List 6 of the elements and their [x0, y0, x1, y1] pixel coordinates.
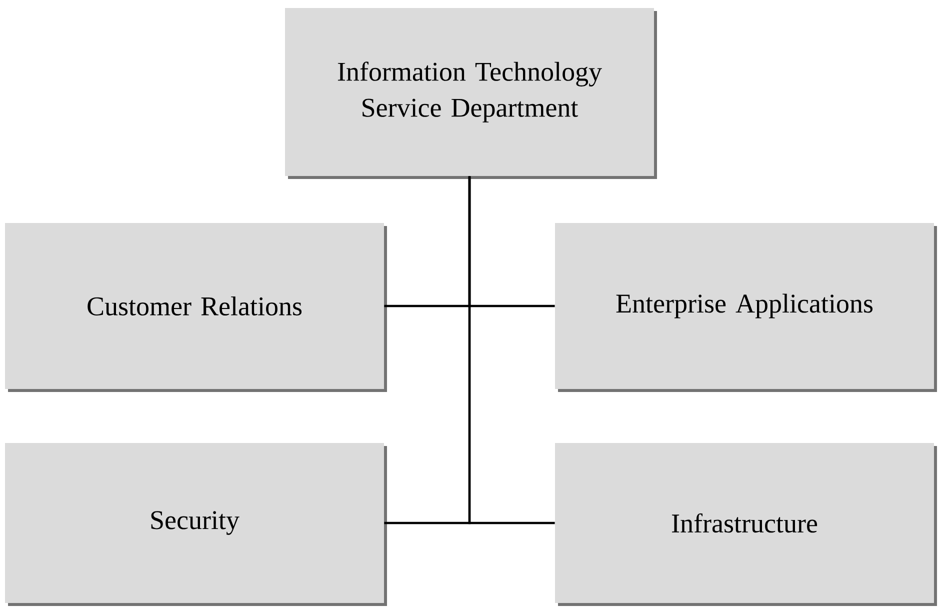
connector-line: [468, 176, 555, 524]
org-box: Customer Relations: [5, 223, 387, 392]
org-box: Enterprise Applications: [555, 223, 937, 392]
org-box: Infrastructure: [555, 443, 937, 606]
org-box: Information Technology Service Department: [285, 8, 657, 179]
org-box: Security: [5, 443, 387, 606]
